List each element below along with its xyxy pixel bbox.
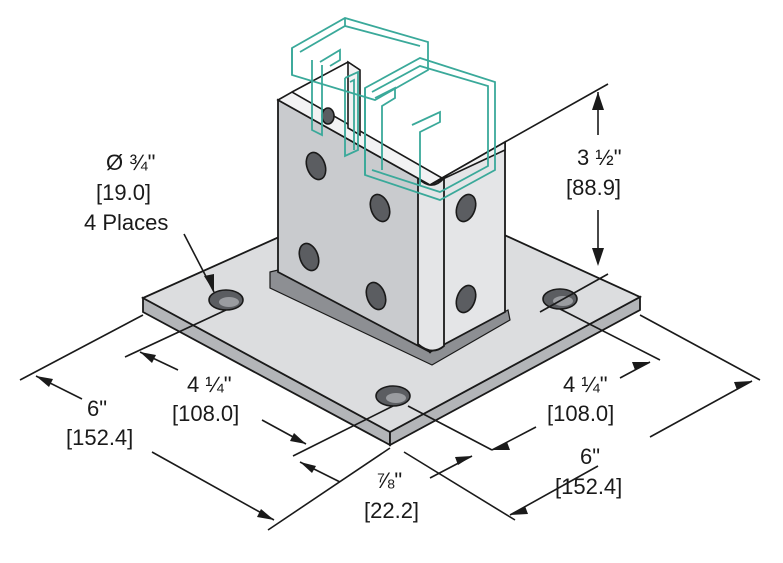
- plate-right-mm-label: [152.4]: [555, 474, 622, 499]
- dim-hole-spacing-right: 4 ¼" [108.0]: [407, 308, 661, 451]
- dim-edge-distance: ⅞" [22.2]: [299, 455, 473, 523]
- plate-right-label: 6": [580, 444, 600, 469]
- post-hole-2: [369, 193, 391, 223]
- post-hole-6: [455, 284, 477, 314]
- hole-spacing-right-mm-label: [108.0]: [547, 401, 614, 426]
- plate-left-label: 6": [87, 396, 107, 421]
- hole-spacing-right-label: 4 ¼": [563, 372, 608, 397]
- height-mm-label: [88.9]: [566, 175, 621, 200]
- post-hole-1: [305, 151, 327, 181]
- post-holes: [298, 107, 477, 314]
- post-corner: [417, 175, 445, 352]
- dim-hole-spacing-left: 4 ¼" [108.0]: [124, 309, 394, 457]
- hole-dia-mm-label: [19.0]: [96, 180, 151, 205]
- post-hole-back: [321, 107, 335, 125]
- post-hole-3: [298, 242, 320, 272]
- hole-qty-label: 4 Places: [84, 210, 168, 235]
- height-label: 3 ½": [577, 145, 622, 170]
- dim-plate-right: 6" [152.4]: [403, 314, 761, 521]
- dim-hole-callout: Ø ¾" [19.0] 4 Places: [84, 150, 215, 293]
- edge-label: ⅞": [376, 468, 402, 493]
- dim-plate-left: 6" [152.4]: [19, 314, 391, 531]
- strut-channels: [291, 17, 496, 201]
- hole-spacing-left-mm-label: [108.0]: [172, 401, 239, 426]
- hole-dia-label: Ø ¾": [106, 150, 155, 175]
- edge-mm-label: [22.2]: [364, 498, 419, 523]
- dim-height: 3 ½" [88.9]: [504, 83, 622, 313]
- post-hole-4: [365, 281, 387, 311]
- plate-left-mm-label: [152.4]: [66, 425, 133, 450]
- hole-spacing-left-label: 4 ¼": [187, 372, 232, 397]
- post-hole-5: [455, 193, 477, 223]
